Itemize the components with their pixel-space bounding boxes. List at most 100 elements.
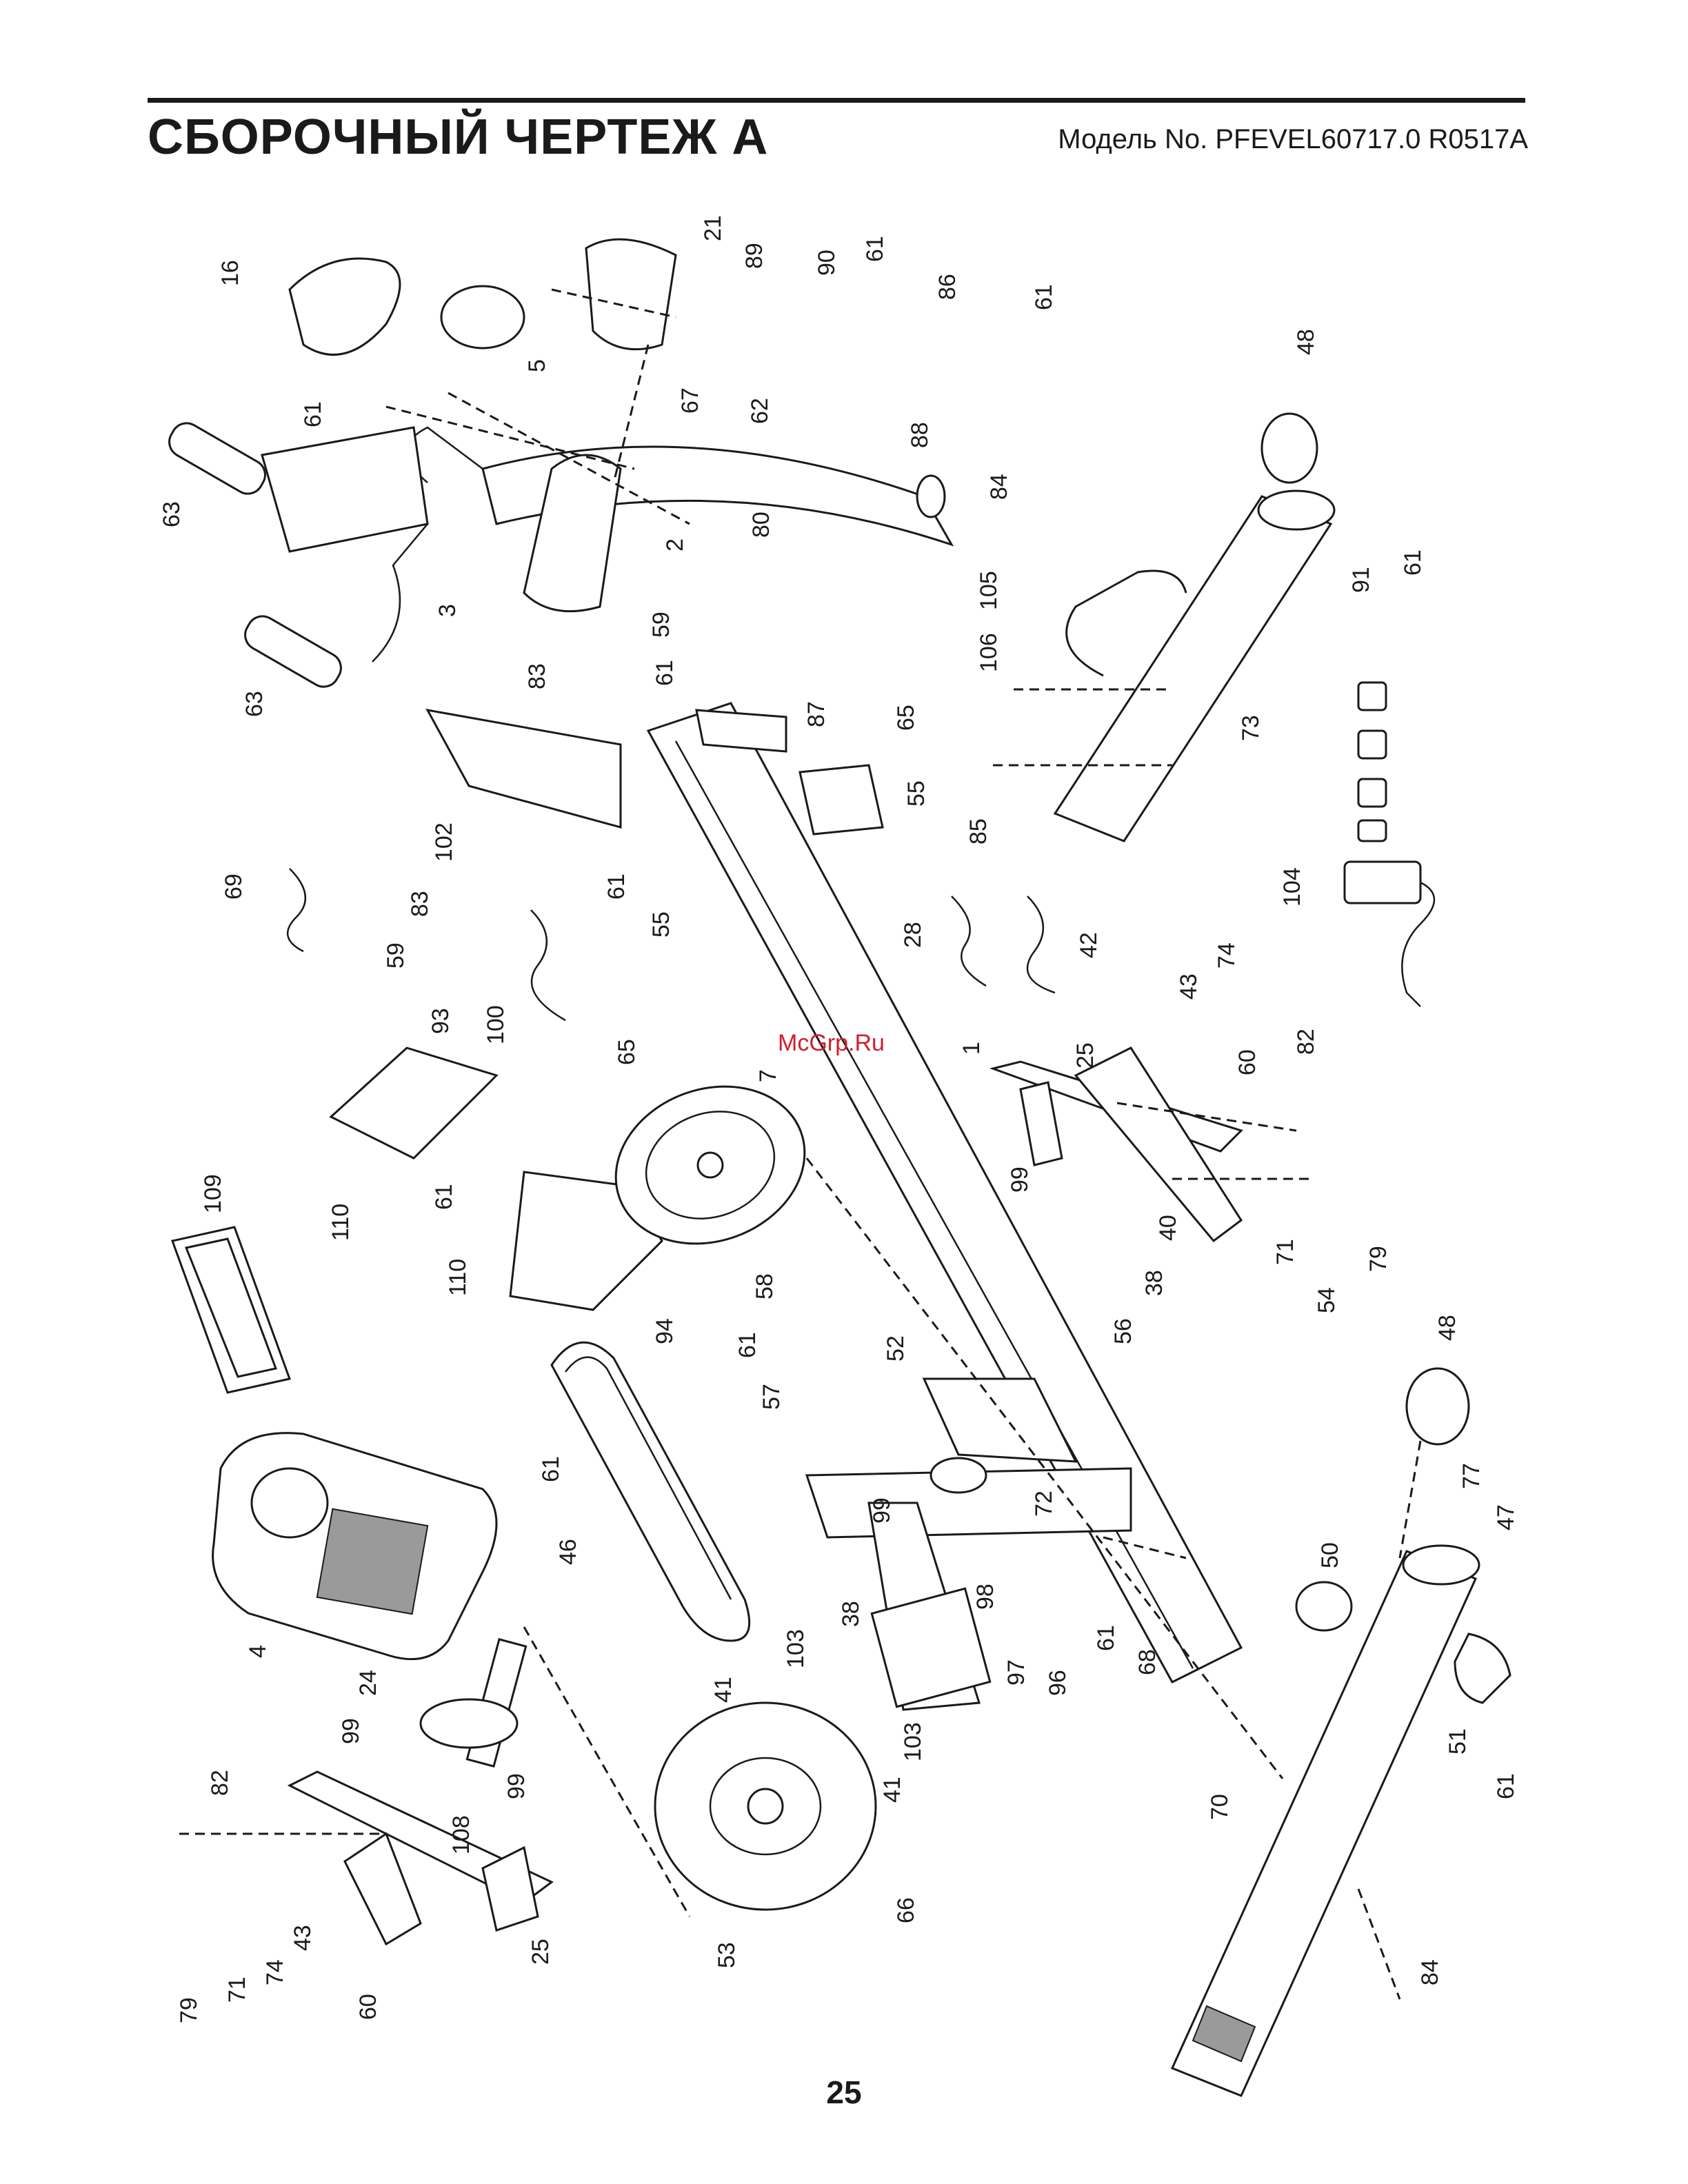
part-label: 71	[224, 1976, 250, 2003]
part-label: 59	[648, 611, 674, 638]
part-label: 61	[734, 1332, 761, 1358]
part-label: 28	[900, 922, 926, 948]
rear-leveler-part	[1260, 412, 1511, 1704]
header-rule	[148, 98, 1525, 103]
part-label: 62	[747, 398, 773, 424]
part-label: 58	[752, 1273, 778, 1300]
part-label: 90	[814, 250, 840, 276]
part-label: 108	[448, 1815, 474, 1854]
part-label: 69	[221, 873, 247, 900]
part-label: 98	[972, 1584, 998, 1610]
part-label: 2	[662, 538, 688, 552]
part-label: 84	[1417, 1959, 1443, 1985]
part-label: 63	[241, 691, 268, 717]
part-label: 63	[159, 501, 185, 527]
part-label: 73	[1238, 715, 1264, 741]
part-label: 24	[355, 1670, 381, 1696]
page-title: СБОРОЧНЫЙ ЧЕРТЕЖ A	[148, 110, 769, 165]
part-label: 72	[1031, 1490, 1057, 1517]
part-label: 79	[176, 1997, 202, 2023]
part-label: 57	[758, 1384, 785, 1410]
power-adapter-part	[1343, 681, 1436, 1007]
part-label: 25	[1072, 1042, 1098, 1069]
watermark-text: McGrp.Ru	[778, 1030, 885, 1056]
part-label: 4	[245, 1645, 271, 1658]
console-covers-part	[288, 238, 677, 613]
part-label: 53	[714, 1942, 740, 1968]
part-label: 74	[262, 1959, 288, 1985]
part-label: 74	[1214, 942, 1240, 969]
part-label: 85	[965, 818, 992, 845]
part-label: 71	[1272, 1239, 1298, 1265]
part-label: 80	[748, 512, 774, 538]
part-label: 70	[1207, 1794, 1233, 1820]
part-label: 52	[883, 1335, 909, 1362]
part-label: 105	[976, 571, 1002, 610]
part-label: 65	[614, 1039, 640, 1065]
part-label: 47	[1493, 1504, 1519, 1530]
part-label: 43	[290, 1925, 316, 1951]
part-label: 54	[1314, 1287, 1340, 1313]
assembly-lines	[179, 288, 1422, 2000]
part-label: 103	[900, 1722, 926, 1761]
part-label: 1	[958, 1042, 985, 1055]
part-label: 21	[700, 215, 726, 241]
part-label: 110	[328, 1204, 354, 1241]
part-label: 102	[431, 822, 457, 862]
part-label: 103	[783, 1629, 809, 1668]
model-number: Модель No. PFEVEL60717.0 R0517A	[1058, 124, 1528, 154]
part-label: 99	[503, 1773, 530, 1799]
part-label: 51	[1445, 1728, 1471, 1755]
part-label: 89	[741, 243, 767, 269]
part-label: 91	[1348, 567, 1374, 593]
part-label: 99	[338, 1718, 364, 1744]
part-label: 61	[300, 401, 326, 427]
part-label: 59	[383, 942, 409, 969]
part-label: 83	[524, 663, 550, 689]
part-label: 77	[1458, 1463, 1485, 1489]
part-label: 104	[1279, 867, 1305, 907]
part-label: 68	[1134, 1649, 1160, 1675]
part-label: 60	[1234, 1049, 1260, 1075]
part-label: 109	[200, 1174, 226, 1213]
part-label: 48	[1293, 329, 1319, 355]
part-label: 61	[431, 1184, 457, 1210]
part-label: 82	[1293, 1029, 1319, 1055]
part-label: 46	[555, 1539, 581, 1565]
part-label: 99	[1007, 1166, 1033, 1193]
drive-belt-part	[550, 1341, 751, 1642]
flywheel-part	[614, 1085, 806, 1245]
part-label: 61	[1400, 549, 1426, 576]
part-label: 16	[217, 260, 243, 286]
part-label: 94	[652, 1318, 678, 1344]
rear-stabilizer-part	[1170, 1544, 1480, 2097]
part-label: 61	[1093, 1625, 1119, 1651]
page-number: 25	[826, 2074, 862, 2110]
part-label: 42	[1076, 932, 1102, 958]
part-label: 79	[1365, 1246, 1391, 1272]
part-label: 61	[1493, 1773, 1519, 1799]
crank-bracket-part	[805, 1377, 1132, 1711]
part-label: 55	[903, 780, 930, 807]
part-label: 83	[407, 891, 433, 917]
front-stabilizer-part	[1053, 489, 1336, 842]
part-label: 56	[1110, 1318, 1136, 1344]
part-label: 5	[524, 359, 550, 372]
part-labels: 16 5 21 89 90 61 86 61 48 67 62 61 63 88…	[159, 215, 1519, 2023]
part-label: 61	[652, 660, 678, 686]
part-label: 61	[603, 873, 630, 900]
part-label: 99	[869, 1497, 895, 1524]
part-label: 38	[838, 1601, 864, 1627]
part-label: 61	[538, 1456, 564, 1482]
part-label: 86	[934, 274, 961, 300]
wire-harness-part	[286, 868, 1056, 1022]
part-label: 84	[986, 474, 1012, 500]
part-label: 38	[1141, 1270, 1167, 1296]
upright-bracket-part	[425, 708, 884, 836]
pulley-part	[654, 1701, 877, 1911]
part-label: 61	[1031, 284, 1057, 310]
part-label: 40	[1155, 1215, 1181, 1241]
part-label: 82	[207, 1770, 233, 1796]
part-label: 7	[755, 1069, 781, 1082]
